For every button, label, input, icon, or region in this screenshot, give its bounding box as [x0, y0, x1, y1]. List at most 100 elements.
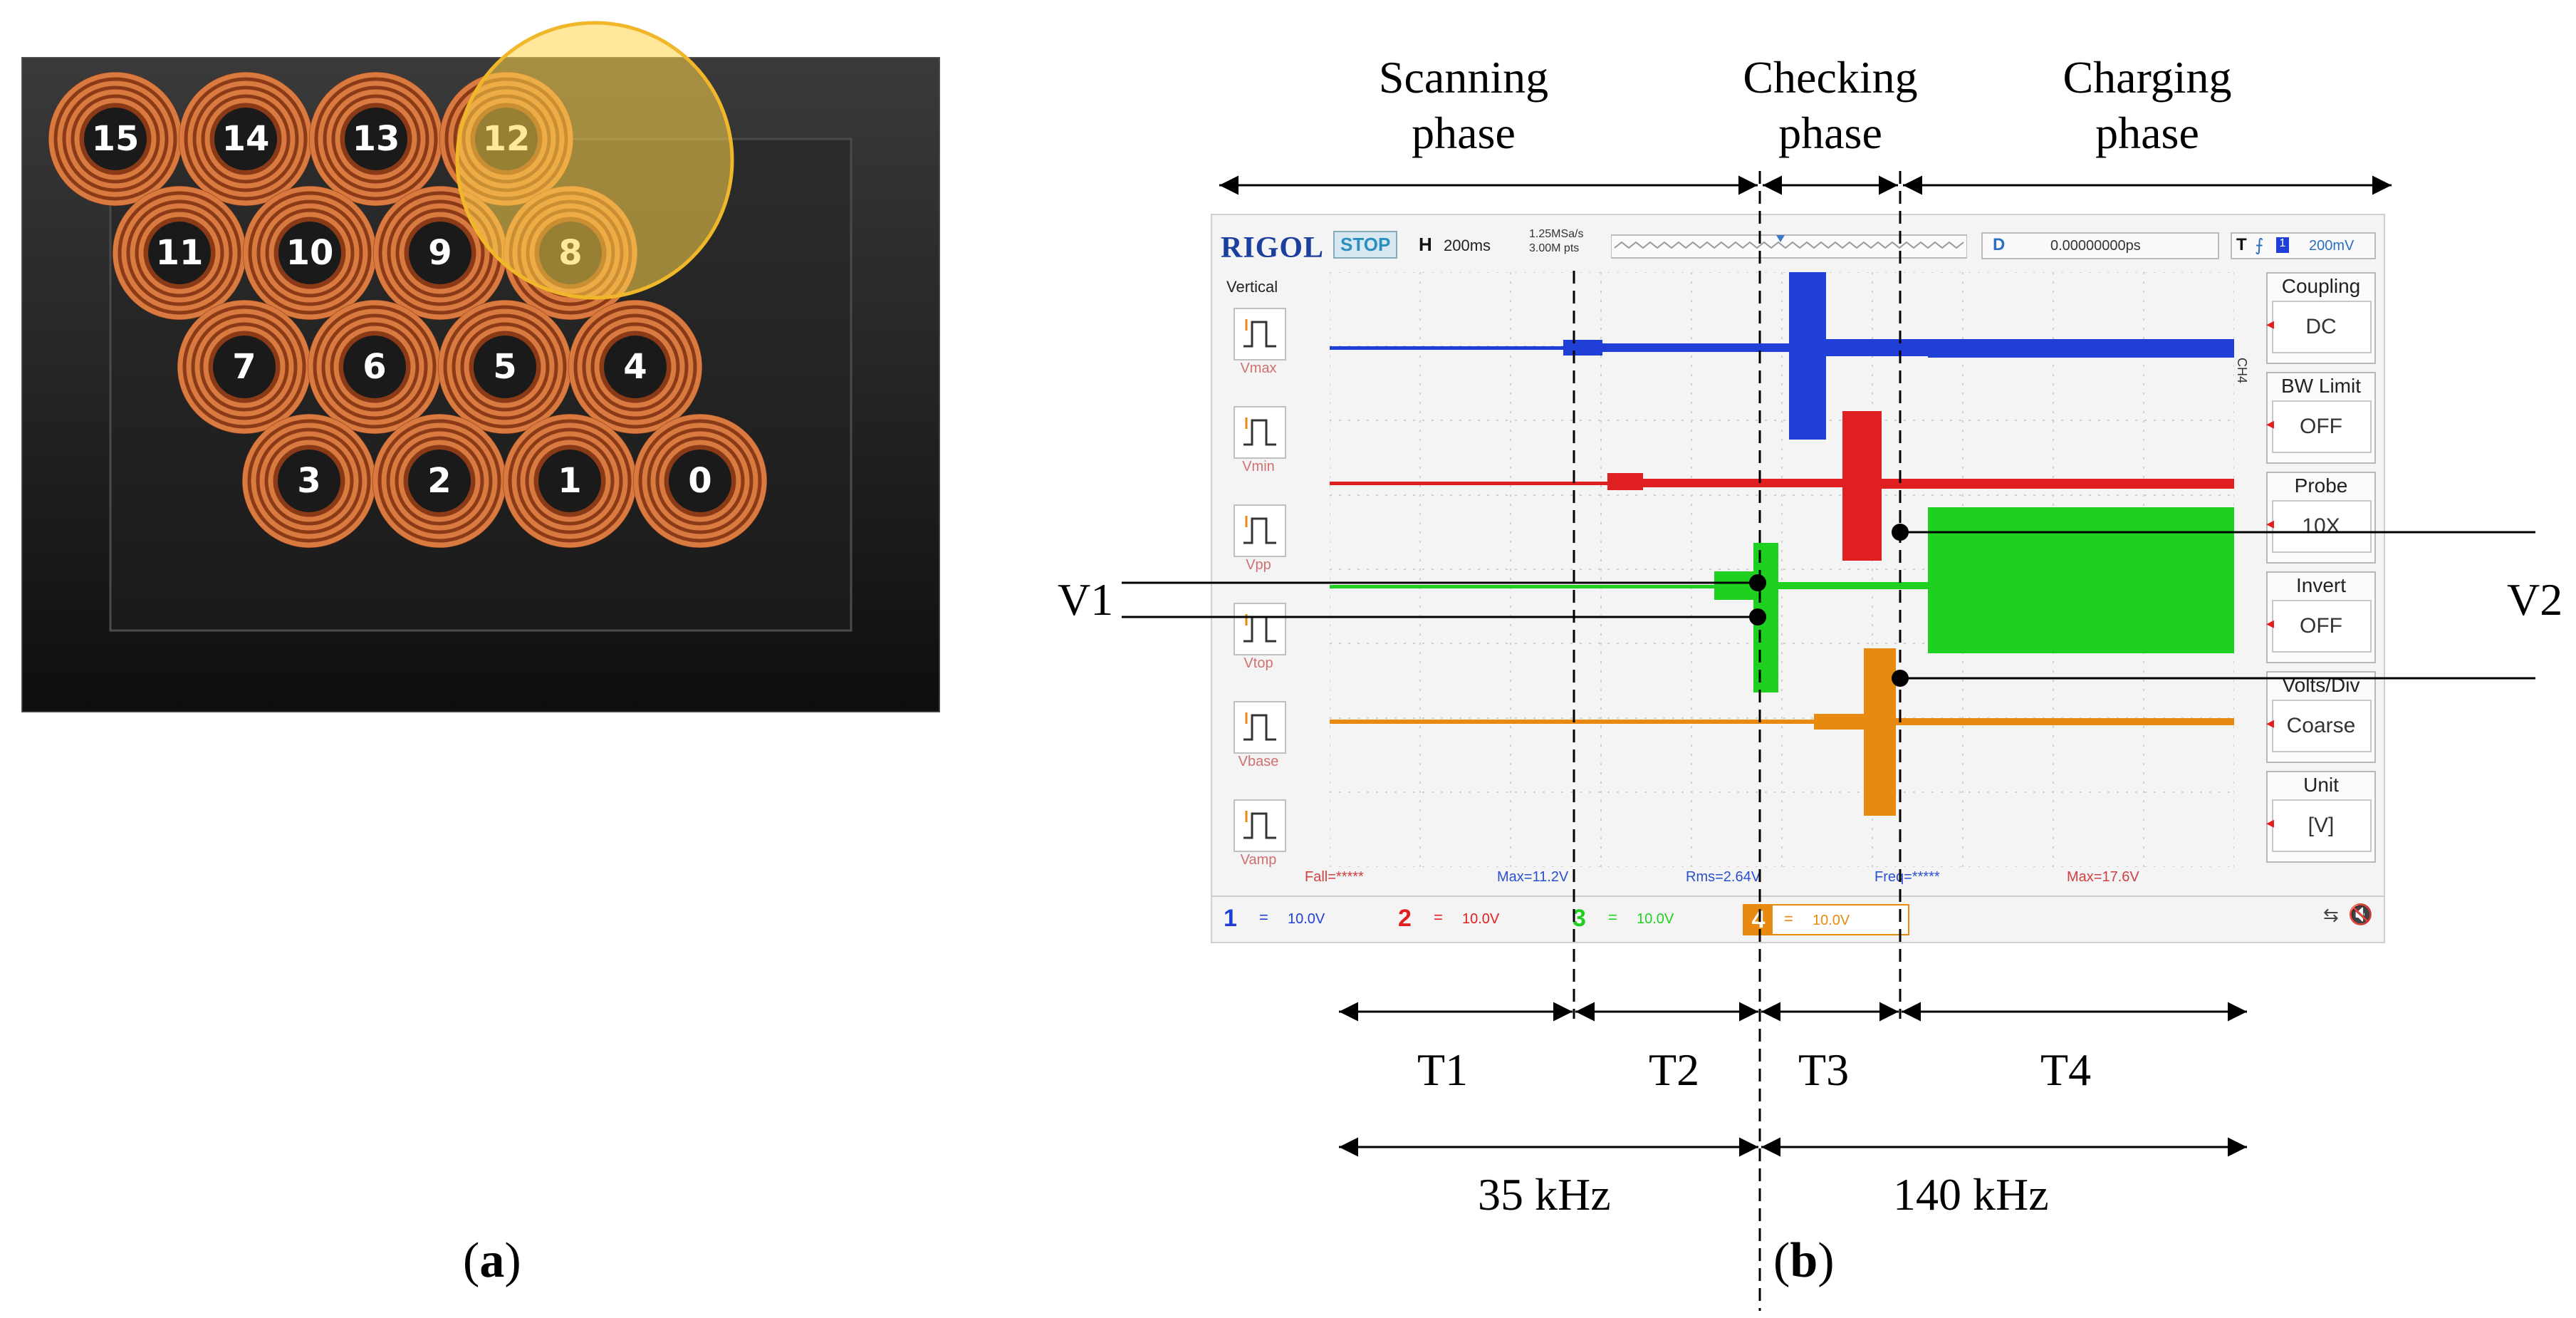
timebase-value: 200ms [1444, 237, 1491, 254]
menu-volts-div[interactable]: Volts/Div◂Coarse [2266, 671, 2376, 763]
channel-scale-4[interactable]: 4 = 10.0V [1743, 904, 1909, 935]
phase-label-scanning: Scanning phase [1378, 52, 1549, 158]
trigger-edge-icon: ⨍ [2255, 236, 2264, 255]
coil-10: 10 [239, 182, 381, 324]
phase-label-charging: Charging phase [2063, 52, 2232, 158]
measurement-2: Rms=2.64V [1686, 869, 1761, 885]
channel-scale-value: 10.0V [1462, 911, 1500, 927]
coil-2: 2 [368, 410, 511, 552]
coil-number: 10 [286, 233, 334, 273]
menu-value: DC [2305, 315, 2337, 338]
channel-scale-value: 10.0V [1288, 911, 1325, 927]
menu-invert[interactable]: Invert◂OFF [2266, 571, 2376, 663]
sample-rate: 1.25MSa/s [1529, 228, 1584, 240]
menu-arrow-icon: ◂ [2266, 714, 2275, 732]
v2-label: V2 [2507, 574, 2563, 625]
menu-value-box [2272, 799, 2372, 852]
pulse-icon [1243, 516, 1276, 544]
coil-rings-icon [309, 72, 443, 206]
coil-rings-icon [243, 186, 377, 320]
menu-value: Coarse [2286, 714, 2356, 737]
coil-number: 13 [352, 119, 400, 159]
interval-label-t4: T4 [2040, 1044, 2092, 1095]
waveform-overview-bar [1611, 234, 1967, 259]
channel-scale-1[interactable]: 1 = 10.0V [1219, 904, 1383, 933]
coil-number: 4 [623, 347, 647, 387]
menu-title: Probe [2294, 474, 2348, 497]
menu-value: [V] [2308, 814, 2335, 837]
pulse-icon [1243, 811, 1276, 839]
measure-button-vmin[interactable] [1234, 406, 1286, 459]
menu-value-box [2272, 500, 2372, 553]
freq-label-35: 35 kHz [1478, 1169, 1611, 1220]
coupling-icon: = [1434, 908, 1443, 926]
usb-icon: ⇆ [2323, 904, 2339, 925]
trigger-type-icon: T [2236, 235, 2247, 254]
measure-button-vamp[interactable] [1234, 799, 1286, 852]
phase-label-checking: Checking phase [1743, 52, 1918, 158]
menu-title: BW Limit [2281, 375, 2361, 397]
measure-button-label: Vmin [1242, 459, 1275, 474]
channel-scale-3[interactable]: 3=10.0V [1568, 904, 1732, 933]
coupling-icon: = [1259, 908, 1268, 926]
coil-6: 6 [303, 296, 446, 438]
coil-1: 1 [499, 410, 641, 552]
coupling-icon: = [1608, 908, 1617, 926]
menu-bw-limit[interactable]: BW Limit◂OFF [2266, 372, 2376, 464]
coil-rings-icon [48, 72, 182, 206]
coil-number: 6 [363, 347, 387, 387]
menu-arrow-icon: ◂ [2266, 514, 2275, 532]
coil-number: 5 [493, 347, 517, 387]
trigger-box: T ⨍ 1 200mV [2231, 232, 2376, 259]
menu-value-box [2272, 700, 2372, 752]
memory-depth: 3.00M pts [1529, 242, 1580, 254]
channel-number: 3 [1573, 905, 1586, 932]
delay-box: D 0.00000000ps [1981, 232, 2219, 259]
channel-tag: CH4 [2235, 358, 2249, 384]
caption-a: (a) [463, 1233, 521, 1288]
coil-5: 5 [434, 296, 576, 438]
channel-number: 1 [1224, 905, 1237, 932]
trigger-source-icon: 1 [2276, 237, 2289, 253]
menu-title: Coupling [2281, 275, 2361, 297]
measure-button-vtop[interactable] [1234, 603, 1286, 655]
delay-value: 0.00000000ps [2050, 238, 2141, 254]
measure-button-vpp[interactable] [1234, 504, 1286, 557]
coil-14: 14 [174, 68, 317, 210]
interval-label-t1: T1 [1417, 1044, 1469, 1095]
channel-number: 4 [1744, 906, 1773, 934]
coil-rings-icon [372, 414, 506, 548]
coil-number: 3 [297, 461, 321, 501]
channel-scale-2[interactable]: 2=10.0V [1394, 904, 1558, 933]
menu-unit[interactable]: Unit◂[V] [2266, 771, 2376, 863]
coil-number: 7 [232, 347, 256, 387]
measure-button-vmax[interactable] [1234, 308, 1286, 360]
measurement-0: Fall=***** [1305, 869, 1364, 885]
ch4-waveform [1330, 648, 2234, 816]
v1-lower-dot [1749, 608, 1766, 626]
measurement-1: Max=11.2V [1497, 869, 1569, 885]
coil-number: 2 [427, 461, 452, 501]
v1-upper-dot [1749, 574, 1766, 591]
interval-label-t2: T2 [1649, 1044, 1700, 1095]
measure-button-label: Vbase [1238, 754, 1279, 769]
menu-value: 10X [2302, 514, 2340, 538]
coil-number: 15 [91, 119, 140, 159]
menu-probe[interactable]: Probe ◂ 10X [2266, 472, 2376, 564]
ch2-waveform [1330, 411, 2234, 561]
menu-title: Unit [2303, 774, 2339, 796]
coupling-icon: = [1784, 910, 1793, 928]
coil-number: 0 [688, 461, 712, 501]
menu-arrow-icon: ◂ [2266, 614, 2275, 632]
channel-scale-value: 10.0V [1813, 913, 1850, 928]
measure-button-vbase[interactable] [1234, 701, 1286, 754]
menu-coupling[interactable]: Coupling ◂ DC [2266, 272, 2376, 364]
interval-label-t3: T3 [1798, 1044, 1850, 1095]
menu-arrow-icon: ◂ [2266, 315, 2275, 333]
measurement-4: Max=17.6V [2067, 869, 2139, 885]
coil-15: 15 [44, 68, 187, 210]
coil-rings-icon [633, 414, 767, 548]
coil-rings-icon [568, 300, 702, 434]
